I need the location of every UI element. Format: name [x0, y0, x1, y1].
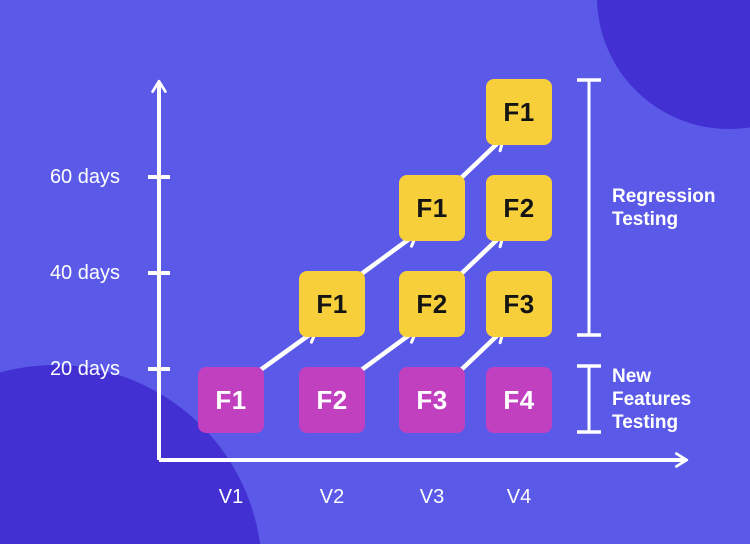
y-axis-label: 20 days — [49, 358, 120, 380]
bracket-label-line: Testing — [612, 208, 679, 230]
bracket-label-line: New — [612, 365, 652, 387]
regression-square-f1-v3: F1 — [399, 175, 465, 241]
x-axis-label: V3 — [419, 486, 445, 508]
new-feature-square-f3-v3: F3 — [399, 367, 465, 433]
regression-square-f1-v4: F1 — [486, 79, 552, 145]
bracket-label-line: Features — [612, 388, 692, 410]
y-axis-label: 40 days — [49, 262, 120, 284]
decor-circle-top-right — [597, 0, 750, 129]
y-axis-label: 60 days — [49, 166, 120, 188]
bracket-label-line: Regression — [612, 185, 716, 207]
x-axis-label: V2 — [319, 486, 345, 508]
x-axis-label: V4 — [506, 486, 532, 508]
x-axis-label: V1 — [218, 486, 244, 508]
new-feature-square-f1-v1: F1 — [198, 367, 264, 433]
regression-square-f3-v4: F3 — [486, 271, 552, 337]
new-feature-square-f2-v2: F2 — [299, 367, 365, 433]
bracket-label-line: Testing — [612, 411, 679, 433]
regression-square-f2-v3: F2 — [399, 271, 465, 337]
regression-square-f1-v2: F1 — [299, 271, 365, 337]
regression-square-f2-v4: F2 — [486, 175, 552, 241]
new-feature-square-f4-v4: F4 — [486, 367, 552, 433]
